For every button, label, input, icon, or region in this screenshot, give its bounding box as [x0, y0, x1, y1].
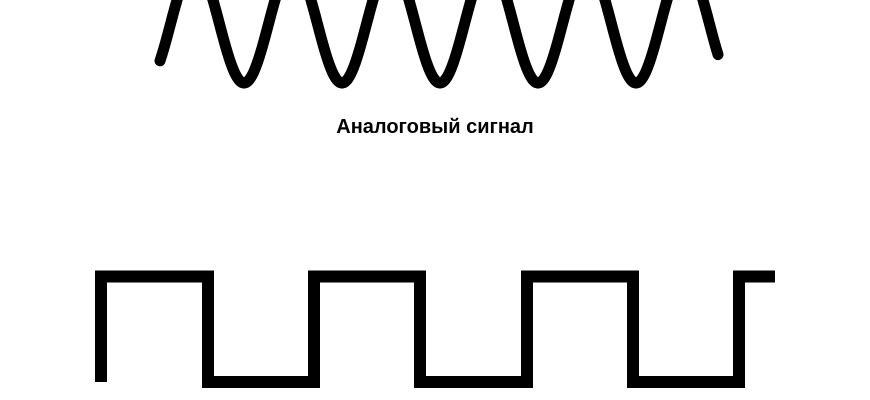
digital-signal-wave — [95, 270, 775, 388]
analog-signal-label: Аналоговый сигнал — [336, 116, 534, 138]
analog-signal-wave — [154, 0, 724, 89]
